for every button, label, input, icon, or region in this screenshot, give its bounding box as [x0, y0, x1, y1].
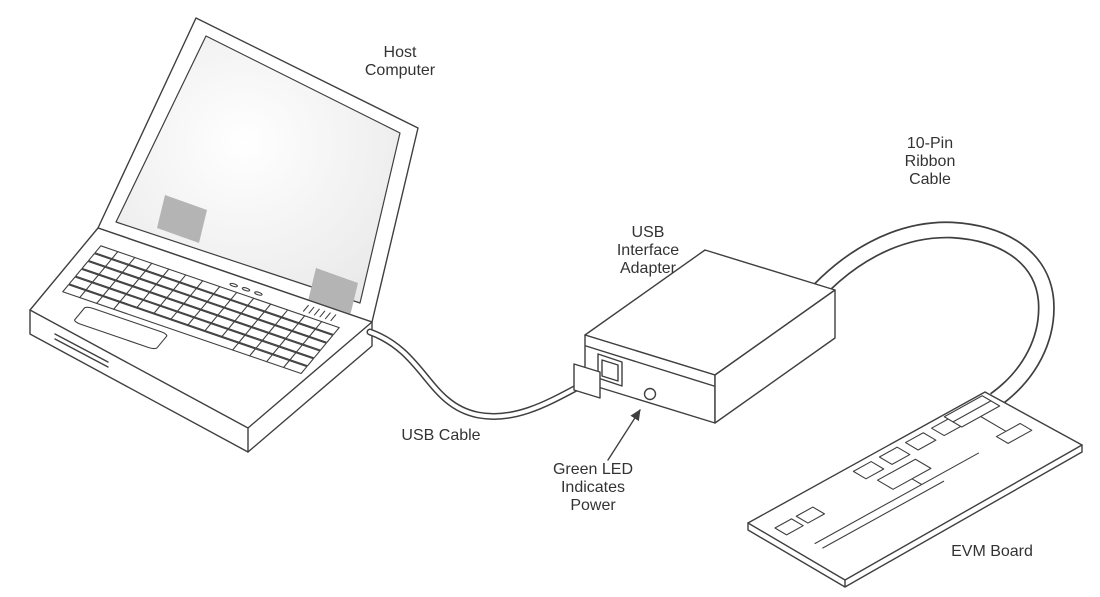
- laptop-touchpad: [73, 306, 168, 350]
- power-led: [643, 387, 657, 401]
- usb-port: [597, 353, 623, 387]
- usb-plug: [573, 363, 601, 399]
- usb-cable-label: USB Cable: [401, 427, 480, 444]
- evm-board-illustration: [748, 392, 1082, 587]
- adapter-seam: [585, 345, 715, 387]
- key-separators: [80, 291, 290, 368]
- evm-board-label: EVM Board: [951, 543, 1033, 560]
- chip: [853, 462, 883, 479]
- usb-cable: [366, 328, 584, 420]
- board-edge: [747, 444, 1083, 588]
- board-traces: [784, 417, 1020, 549]
- power-button: [242, 287, 251, 292]
- chip: [796, 507, 824, 523]
- keyboard-row-spacebar: [63, 285, 307, 374]
- power-button: [229, 283, 238, 288]
- laptop-power-buttons: [229, 283, 263, 296]
- laptop-base-edges: [29, 309, 373, 453]
- power-button: [254, 291, 263, 296]
- chip: [906, 433, 936, 450]
- board-components: [759, 396, 1038, 552]
- laptop-hinge-left: [157, 195, 207, 243]
- main-chip: [878, 459, 931, 489]
- host-computer-illustration: [0, 17, 418, 453]
- usb-interface-adapter-illustration: [573, 249, 836, 424]
- ribbon-connector-detail: [953, 401, 991, 422]
- adapter-right-face: [714, 289, 836, 424]
- laptop-front-slot: [54, 333, 109, 368]
- laptop-vents: [304, 305, 336, 320]
- chip: [996, 423, 1031, 443]
- ribbon-cable-band: [794, 223, 1054, 406]
- chip: [879, 447, 909, 464]
- ribbon-cable-outline: [793, 221, 1055, 407]
- chip: [775, 519, 803, 535]
- usb-port-inner: [601, 359, 619, 382]
- laptop-keyboard: [0, 237, 347, 394]
- usb-cable-core: [368, 330, 582, 419]
- led-arrow: [607, 409, 641, 461]
- ribbon-cable: [793, 221, 1055, 407]
